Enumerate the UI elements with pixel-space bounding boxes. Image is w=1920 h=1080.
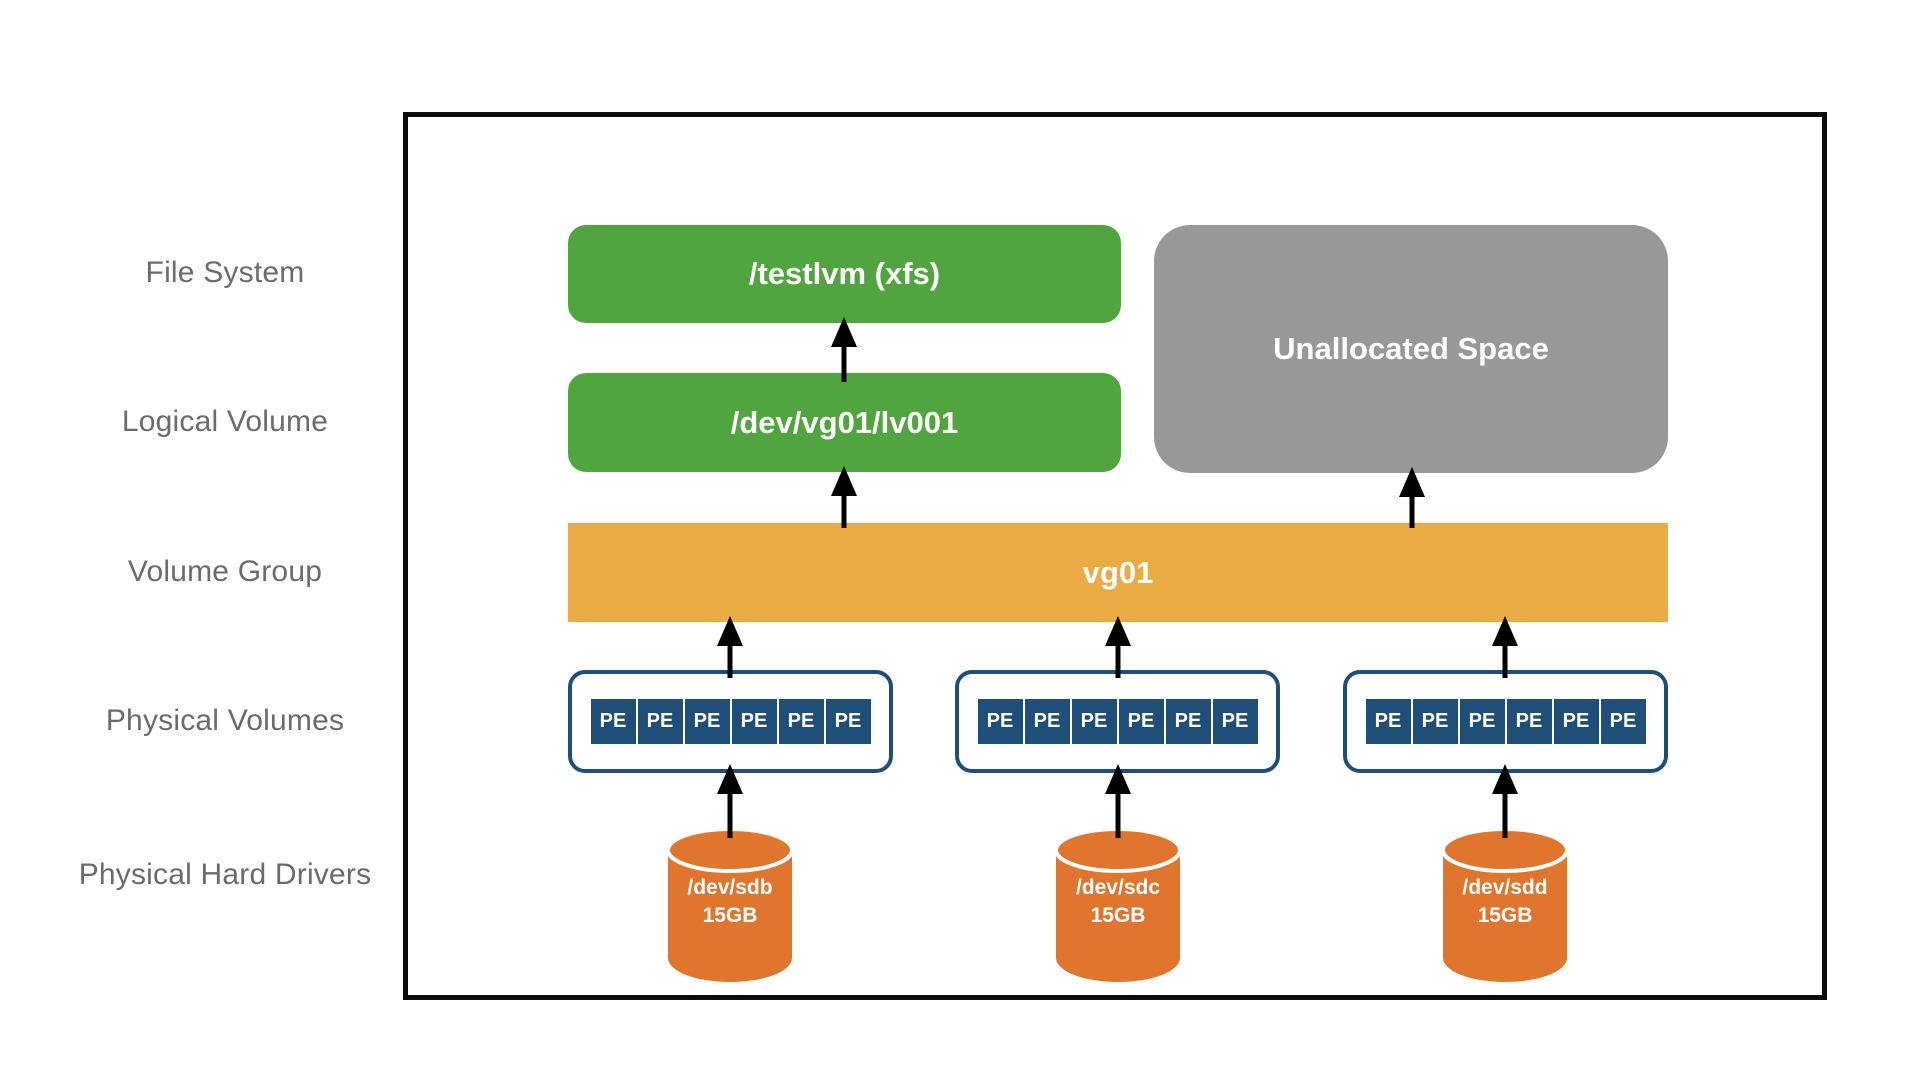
pe-cell: PE [1118,699,1164,744]
hard-drive-cylinder-sdb: /dev/sdb 15GB [666,826,794,988]
logical-volume-label: /dev/vg01/lv001 [730,404,959,440]
drive-size-label: 15GB [702,904,758,927]
pe-cell: PE [1506,699,1552,744]
pe-cell: PE [1365,699,1411,744]
row-label-file-system: File System [145,256,305,289]
cylinder-shape [1441,827,1569,982]
pe-row: PE PE PE PE PE PE [977,699,1258,744]
pe-cell: PE [1071,699,1117,744]
pe-cell: PE [590,699,636,744]
unallocated-space-label: Unallocated Space [1273,331,1549,366]
pe-cell: PE [637,699,683,744]
volume-group-bar: vg01 [568,523,1668,622]
pe-row: PE PE PE PE PE PE [1365,699,1646,744]
pe-cell: PE [1459,699,1505,744]
filesystem-label: /testlvm (xfs) [748,256,941,291]
hard-drive-cylinder-sdd: /dev/sdd 15GB [1441,826,1569,988]
pe-cell: PE [825,699,871,744]
pe-cell: PE [684,699,730,744]
filesystem-box: /testlvm (xfs) [568,225,1121,323]
pe-cell: PE [778,699,824,744]
row-label-volume-group: Volume Group [127,555,323,588]
row-label-physical-volumes: Physical Volumes [105,704,345,737]
drive-labels: /dev/sdd 15GB [1441,874,1569,930]
physical-volume-box-2: PE PE PE PE PE PE [955,670,1280,773]
drive-labels: /dev/sdb 15GB [666,874,794,930]
physical-volume-box-3: PE PE PE PE PE PE [1343,670,1668,773]
pe-cell: PE [1412,699,1458,744]
pe-cell: PE [1024,699,1070,744]
diagram-frame [403,112,1827,1000]
pe-cell: PE [977,699,1023,744]
pe-cell: PE [1600,699,1646,744]
row-label-logical-volume: Logical Volume [121,405,329,438]
logical-volume-box: /dev/vg01/lv001 [568,373,1121,472]
pe-cell: PE [1165,699,1211,744]
pe-cell: PE [1212,699,1258,744]
drive-size-label: 15GB [1090,904,1146,927]
drive-device-label: /dev/sdd [1462,876,1548,899]
drive-labels: /dev/sdc 15GB [1054,874,1182,930]
hard-drive-cylinder-sdc: /dev/sdc 15GB [1054,826,1182,988]
unallocated-space-box: Unallocated Space [1154,225,1668,473]
drive-device-label: /dev/sdc [1075,876,1161,899]
drive-size-label: 15GB [1477,904,1533,927]
volume-group-label: vg01 [1082,554,1154,590]
pe-cell: PE [731,699,777,744]
drive-device-label: /dev/sdb [687,876,773,899]
pe-cell: PE [1553,699,1599,744]
physical-volume-box-1: PE PE PE PE PE PE [568,670,893,773]
pe-row: PE PE PE PE PE PE [590,699,871,744]
row-label-physical-hard-drivers: Physical Hard Drivers [78,858,372,891]
